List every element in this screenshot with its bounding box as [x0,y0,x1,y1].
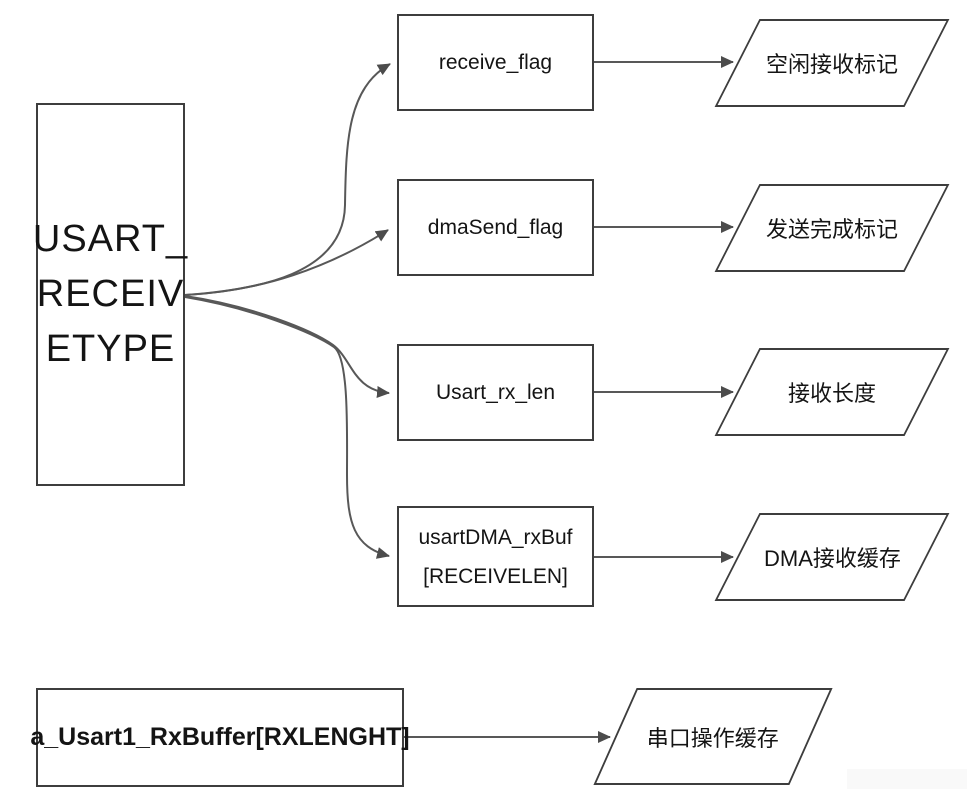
meaning-label: 串口操作缓存 [646,725,779,751]
meaning-label: DMA接收缓存 [763,546,901,571]
meaning-label: 空闲接收标记 [765,52,898,77]
arrow-source-to-usart-rx-len [184,295,390,398]
node-receive-flag: receive_flag [397,14,594,111]
arrow-source-to-dmasend-flag [184,229,389,296]
node-dmasend-flag: dmaSend_flag [397,179,594,276]
node-usartdma-rxbuf: usartDMA_rxBuf [RECEIVELEN] [397,506,594,607]
node-usart-receivetype: USART_ RECEIV ETYPE [33,103,187,486]
watermark-remnant [847,769,967,789]
meaning-label: 发送完成标记 [765,217,898,242]
node-usart-rx-len: Usart_rx_len [397,344,594,441]
node-usart1-rxbuffer: a_Usart1_RxBuffer[RXLENGHT] [30,688,410,787]
arrow-source-to-usartdma-rxbuf [184,296,390,559]
arrow-source-to-receive-flag [184,63,391,296]
meaning-label: 接收长度 [787,381,876,406]
